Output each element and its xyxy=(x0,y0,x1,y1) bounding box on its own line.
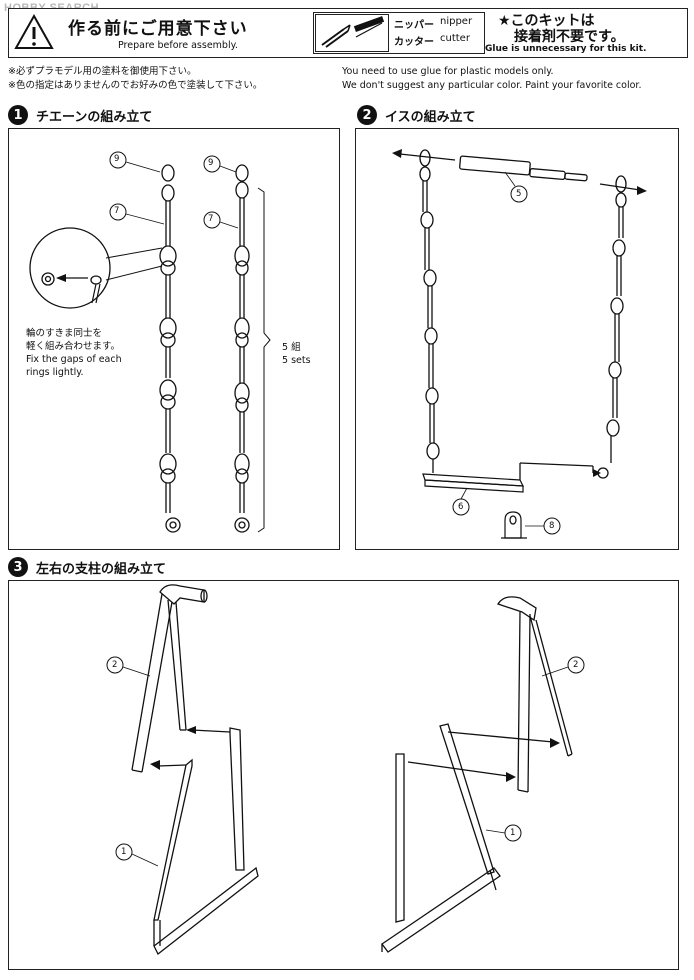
note-jp-2: ※色の指定はありませんのでお好みの色で塗装して下さい。 xyxy=(8,80,263,91)
tools-icon-frame xyxy=(315,14,389,52)
tool-2-jp: カッター xyxy=(394,37,434,48)
no-glue-note-en: Glue is unnecessary for this kit. xyxy=(485,44,647,54)
part-label-9a: 9 xyxy=(114,154,120,164)
nipper-cutter-icon xyxy=(321,16,385,48)
note-en-1: You need to use glue for plastic models … xyxy=(342,66,554,77)
detail-en-2: rings lightly. xyxy=(26,367,84,378)
tool-1-jp: ニッパー xyxy=(394,20,434,31)
warning-icon xyxy=(14,13,54,49)
part-label-1-left: 1 xyxy=(121,847,127,857)
part-label-9b: 9 xyxy=(208,158,214,168)
step-2-number: 2 xyxy=(357,105,377,125)
part-label-6: 6 xyxy=(458,502,464,512)
step-1-number: 1 xyxy=(8,105,28,125)
part-label-2-right: 2 xyxy=(573,660,579,670)
no-glue-note-1: ★このキットは xyxy=(498,13,595,29)
step-3-title: 左右の支柱の組み立て xyxy=(36,562,167,577)
part-label-8: 8 xyxy=(549,521,555,531)
note-en-2: We don't suggest any particular color. P… xyxy=(342,80,642,91)
header-subtitle: Prepare before assembly. xyxy=(118,40,238,51)
detail-jp-2: 軽く組み合わせます。 xyxy=(26,341,121,352)
no-glue-note-2: 接着剤不要です。 xyxy=(514,29,625,45)
part-label-7b: 7 xyxy=(208,214,214,224)
tool-2-en: cutter xyxy=(440,33,470,44)
sets-jp: 5 組 xyxy=(282,342,301,353)
chain-diagram xyxy=(29,151,271,533)
header-title: 作る前にご用意下さい xyxy=(68,19,248,39)
step-3-number: 3 xyxy=(8,557,28,577)
step-1-title: チエーンの組み立て xyxy=(36,110,153,125)
part-label-7a: 7 xyxy=(114,206,120,216)
step-2-title: イスの組み立て xyxy=(385,110,476,125)
note-jp-1: ※必ずプラモデル用の塗料を御使用下さい。 xyxy=(8,66,197,77)
step-3-panel xyxy=(8,580,679,970)
part-label-1-right: 1 xyxy=(510,828,516,838)
part-label-5: 5 xyxy=(516,189,522,199)
detail-jp-1: 輪のすきま同士を xyxy=(26,328,103,339)
tool-1-en: nipper xyxy=(440,16,473,27)
detail-en-1: Fix the gaps of each xyxy=(26,354,122,365)
sets-en: 5 sets xyxy=(282,355,311,366)
swing-seat-diagram xyxy=(392,149,647,539)
stand-assembly-diagram xyxy=(106,584,585,956)
part-label-2-left: 2 xyxy=(112,660,118,670)
tools-box xyxy=(313,12,485,54)
